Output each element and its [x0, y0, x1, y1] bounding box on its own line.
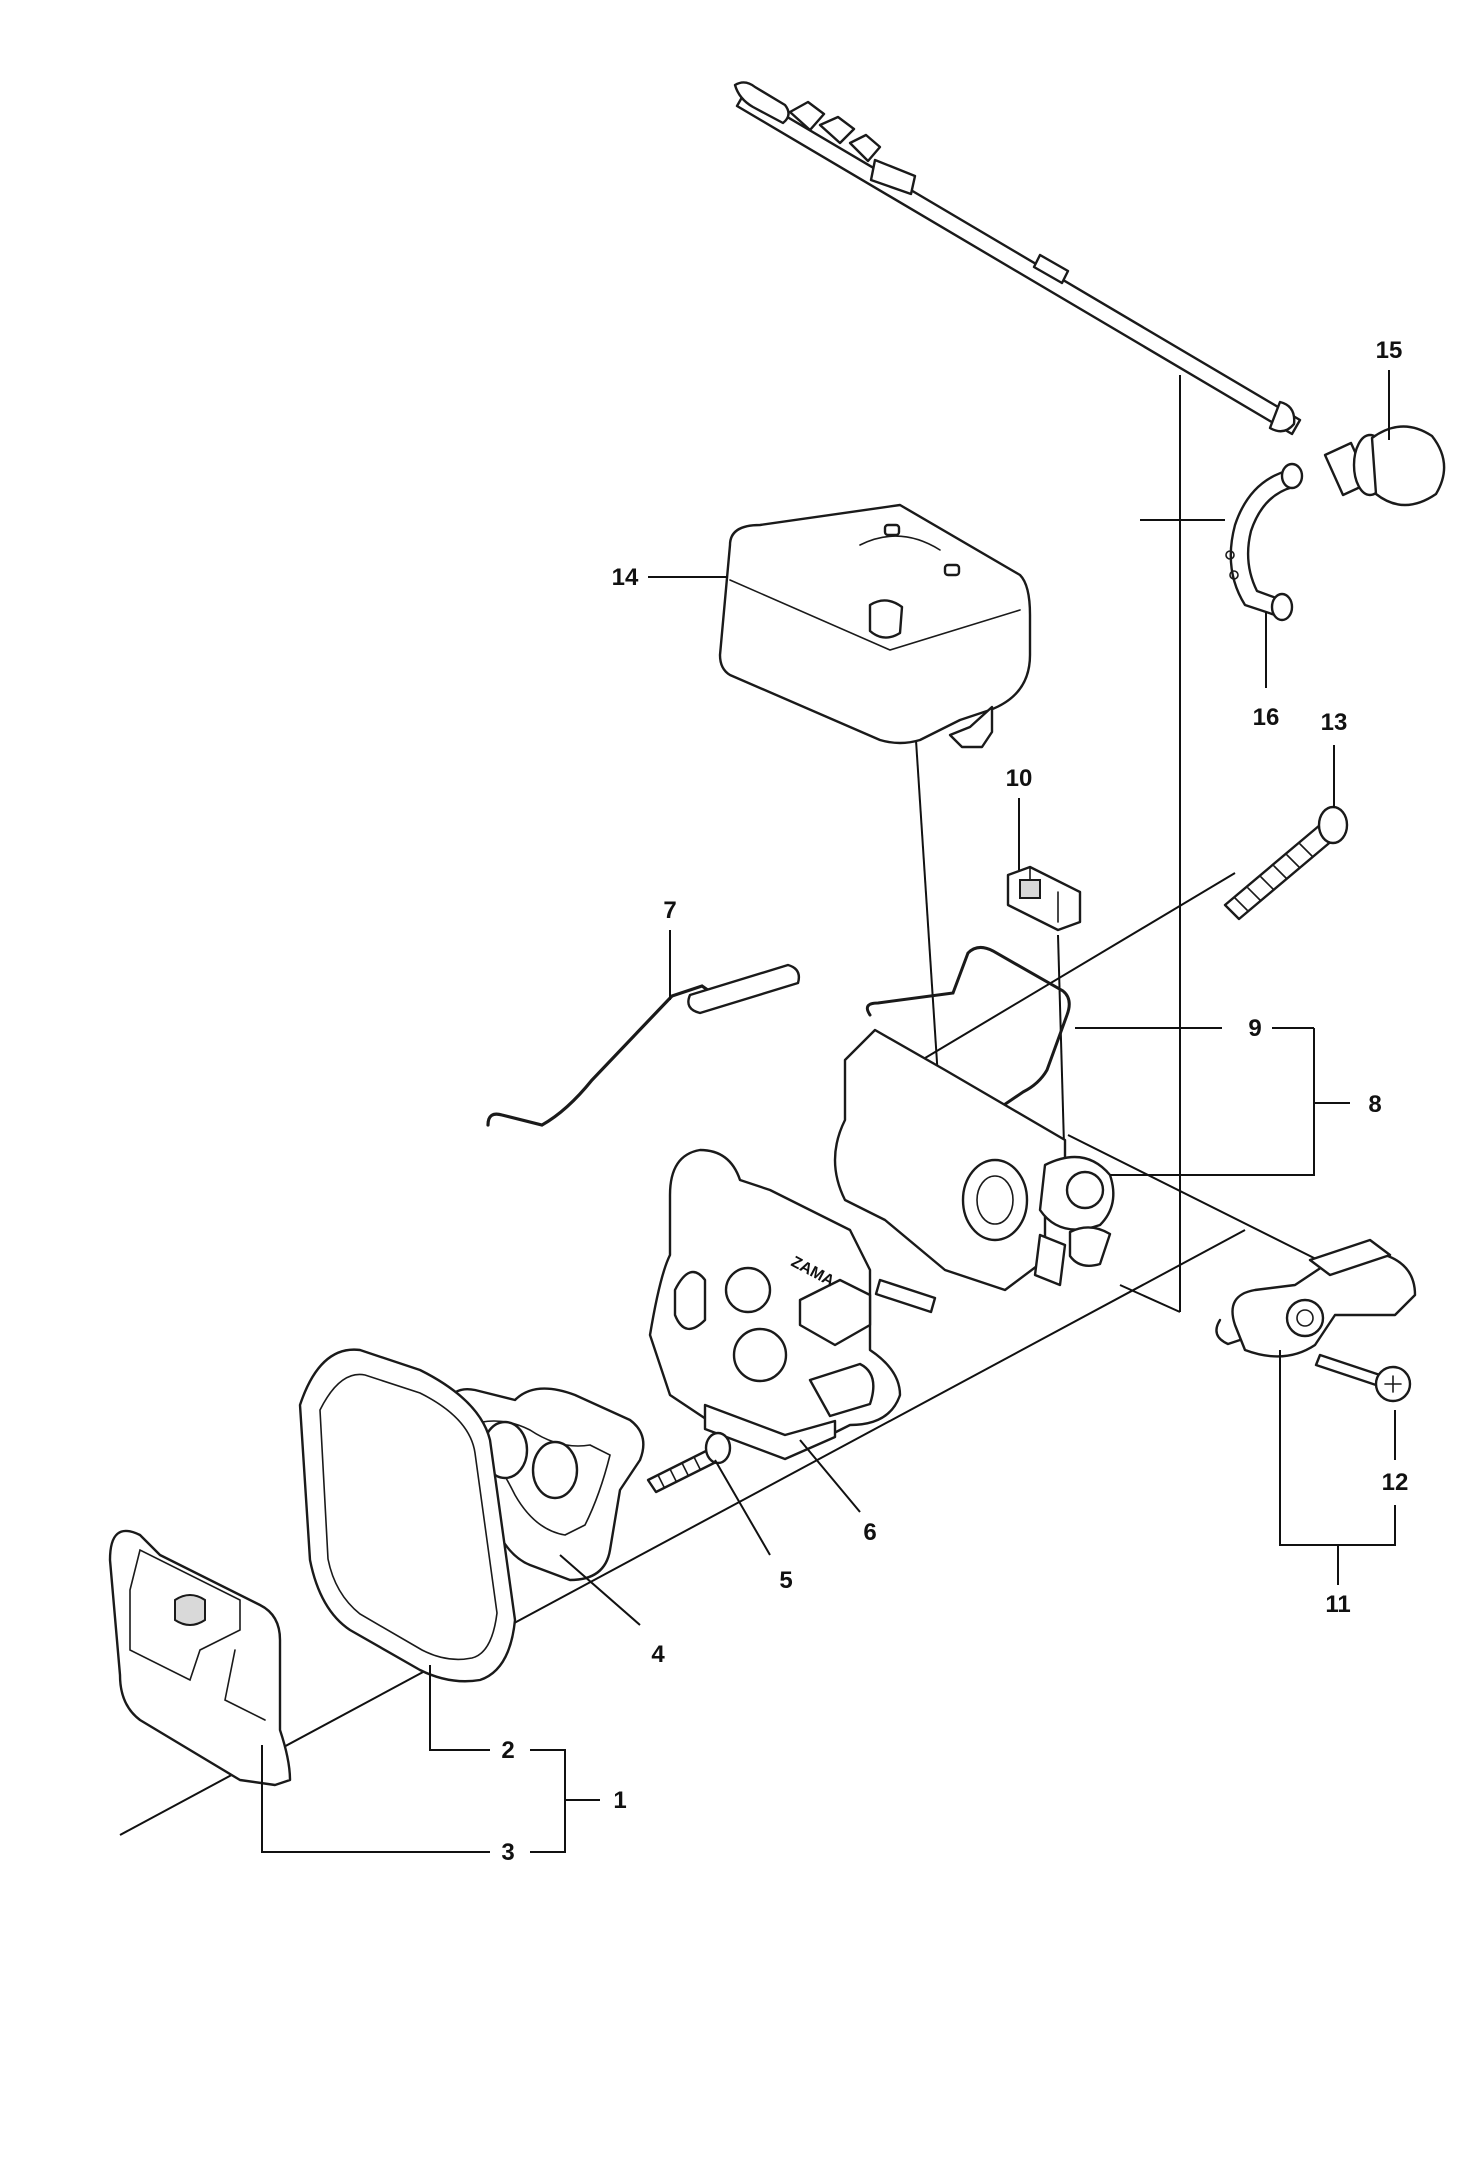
- callout-2: 2: [501, 1737, 514, 1764]
- callout-15: 15: [1376, 337, 1403, 364]
- long-screw: [1223, 805, 1349, 921]
- callout-3: 3: [501, 1839, 514, 1866]
- callout-12: 12: [1382, 1469, 1409, 1496]
- callout-9: 9: [1248, 1015, 1261, 1042]
- callout-1: 1: [613, 1787, 626, 1814]
- primer-bulb: [1323, 425, 1446, 507]
- choke-lever: [1215, 1238, 1417, 1358]
- callout-11: 11: [1325, 1591, 1350, 1618]
- short-screw: [646, 1431, 732, 1494]
- fuel-hose: [733, 81, 1302, 436]
- intake-adaptor: [833, 1028, 1115, 1292]
- leader-lines: [261, 370, 1396, 1853]
- callout-14: 14: [612, 564, 639, 591]
- return-pipe: [1225, 462, 1304, 622]
- filter-cover: [718, 503, 1032, 749]
- small-clip: [1006, 865, 1082, 932]
- wire-bracket: [865, 946, 1071, 1128]
- callout-5: 5: [779, 1567, 792, 1594]
- callout-10: 10: [1006, 765, 1033, 792]
- callout-labels: 1 2 3 4 5 6 7 8 9 10 11 12 13 14 15 16: [501, 337, 1408, 1866]
- carburetor: ZAMA: [648, 1148, 937, 1461]
- filter-housing: [108, 1529, 292, 1787]
- callout-8: 8: [1368, 1091, 1381, 1118]
- linkage-rod: [486, 963, 801, 1127]
- seal-ring: [298, 1348, 517, 1683]
- callout-7: 7: [663, 897, 676, 924]
- small-screw: [1314, 1353, 1412, 1403]
- callout-13: 13: [1321, 709, 1348, 736]
- assembly-axis-lines: [119, 375, 1319, 1836]
- callout-16: 16: [1253, 704, 1280, 731]
- callout-4: 4: [651, 1641, 665, 1668]
- callout-6: 6: [863, 1519, 876, 1546]
